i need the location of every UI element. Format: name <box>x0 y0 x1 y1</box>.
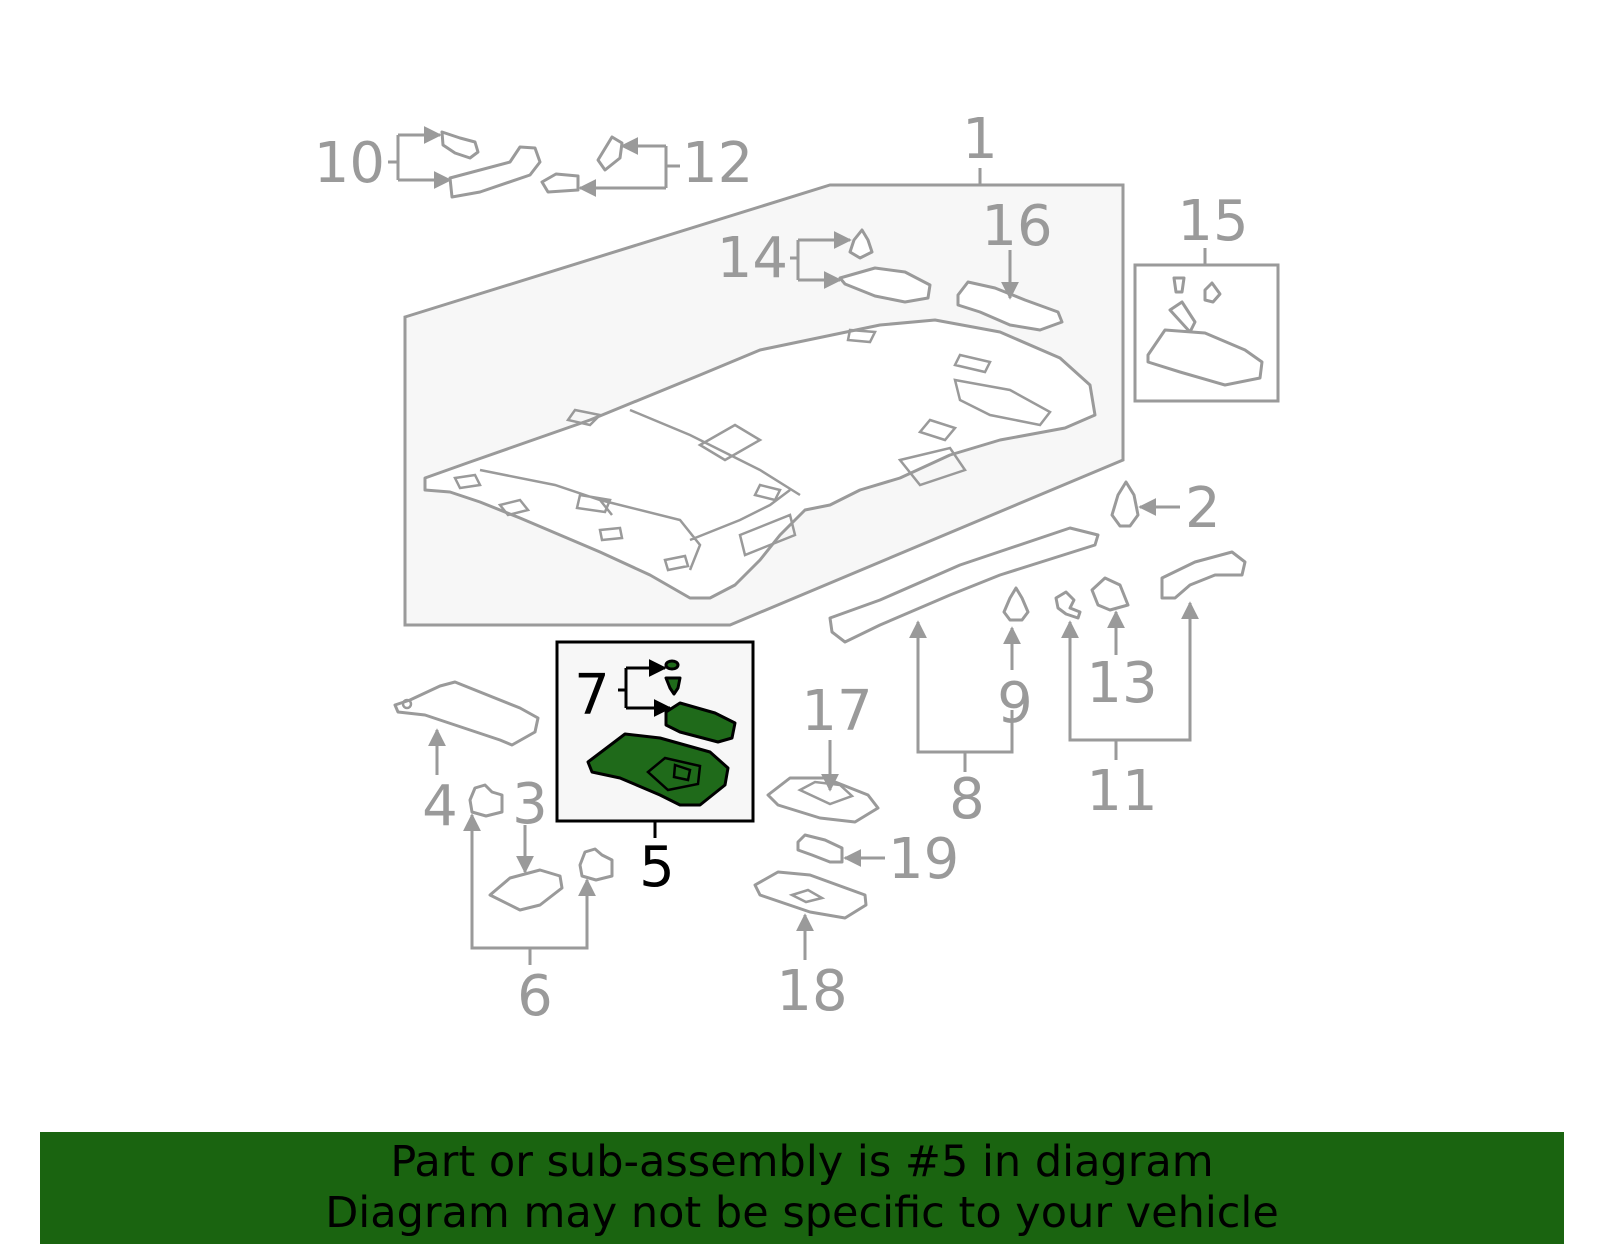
leader-14 <box>790 238 848 282</box>
clip-2[interactable] <box>1110 480 1140 528</box>
sun-visor-5[interactable] <box>586 732 730 807</box>
part-8-9-group: 9 8 <box>828 526 1100 832</box>
sun-visor-4[interactable] <box>393 680 540 747</box>
callout-18: 18 <box>776 959 847 1024</box>
leader-12 <box>585 144 680 190</box>
lens-18[interactable] <box>753 870 868 920</box>
part-12-group: 12 <box>540 131 753 197</box>
grab-handle-10[interactable] <box>448 145 542 199</box>
part-17-19-group: 17 19 18 <box>753 679 959 1024</box>
callout-16: 16 <box>981 194 1052 259</box>
visor-5-mirror <box>646 756 702 792</box>
callout-12: 12 <box>682 131 753 196</box>
clip-15a[interactable] <box>1172 276 1186 294</box>
callout-7: 7 <box>574 663 610 728</box>
screw-7b[interactable] <box>664 676 682 696</box>
headliner-part[interactable] <box>423 318 1097 600</box>
bracket-15[interactable] <box>1168 300 1197 334</box>
clip-9[interactable] <box>1002 586 1030 622</box>
cover-13[interactable] <box>1090 576 1130 612</box>
leader-6 <box>470 825 589 965</box>
leader-8 <box>916 622 1014 772</box>
callout-13: 13 <box>1086 651 1157 716</box>
headliner-details <box>453 328 1052 572</box>
callout-6: 6 <box>517 964 553 1029</box>
part-5-group: 7 5 <box>555 640 755 900</box>
holder-6b[interactable] <box>578 847 614 882</box>
console-15[interactable] <box>1146 328 1264 387</box>
screw-11[interactable] <box>1054 590 1082 620</box>
part-2-group: 2 <box>1110 476 1221 541</box>
cap-12-bottom[interactable] <box>540 172 580 194</box>
banner-line-2: Diagram may not be specific to your vehi… <box>325 1188 1279 1238</box>
lamp-17-lens <box>797 780 855 806</box>
callout-5: 5 <box>639 835 675 900</box>
bulb-19[interactable] <box>796 833 844 864</box>
callout-8: 8 <box>949 767 985 832</box>
callout-9: 9 <box>997 671 1033 736</box>
clip-7[interactable] <box>664 701 737 744</box>
part-10-group: 10 <box>314 126 542 199</box>
part-4-group: 4 <box>393 680 540 839</box>
part-14-group: 14 <box>717 226 932 304</box>
callout-2: 2 <box>1185 476 1221 541</box>
callout-19: 19 <box>888 827 959 892</box>
rail-8[interactable] <box>828 526 1100 644</box>
bolt-10[interactable] <box>440 130 480 160</box>
part-15-group: 15 <box>1133 189 1280 403</box>
headliner-group: 1 <box>403 107 1125 627</box>
part-16-group: 16 <box>956 194 1064 332</box>
clip-14[interactable] <box>848 228 874 260</box>
info-banner: Part or sub-assembly is #5 in diagram Di… <box>40 1132 1564 1244</box>
clip-15b[interactable] <box>1203 281 1222 304</box>
leader-7 <box>618 666 662 710</box>
lens-18-slot <box>788 888 826 904</box>
callout-10: 10 <box>314 131 385 196</box>
callout-3: 3 <box>512 772 548 837</box>
part-3-6-group: 3 6 <box>463 772 614 1029</box>
cap-12-top[interactable] <box>596 135 624 172</box>
part-11-13-group: 13 11 <box>1054 550 1247 824</box>
callout-1: 1 <box>962 107 998 172</box>
banner-line-1: Part or sub-assembly is #5 in diagram <box>390 1137 1214 1187</box>
lamp-base-14[interactable] <box>838 266 932 304</box>
callout-17: 17 <box>801 679 872 744</box>
cover-3[interactable] <box>488 868 564 912</box>
callout-11: 11 <box>1086 759 1157 824</box>
callout-15: 15 <box>1177 189 1248 254</box>
leader-10 <box>388 133 448 182</box>
leader-11 <box>1068 605 1192 760</box>
bracket-16[interactable] <box>956 280 1064 332</box>
grab-handle-11[interactable] <box>1160 550 1247 600</box>
callout-4: 4 <box>422 774 458 839</box>
holder-6a[interactable] <box>468 783 504 818</box>
callout-14: 14 <box>717 226 788 291</box>
screw-7a[interactable] <box>664 659 680 671</box>
